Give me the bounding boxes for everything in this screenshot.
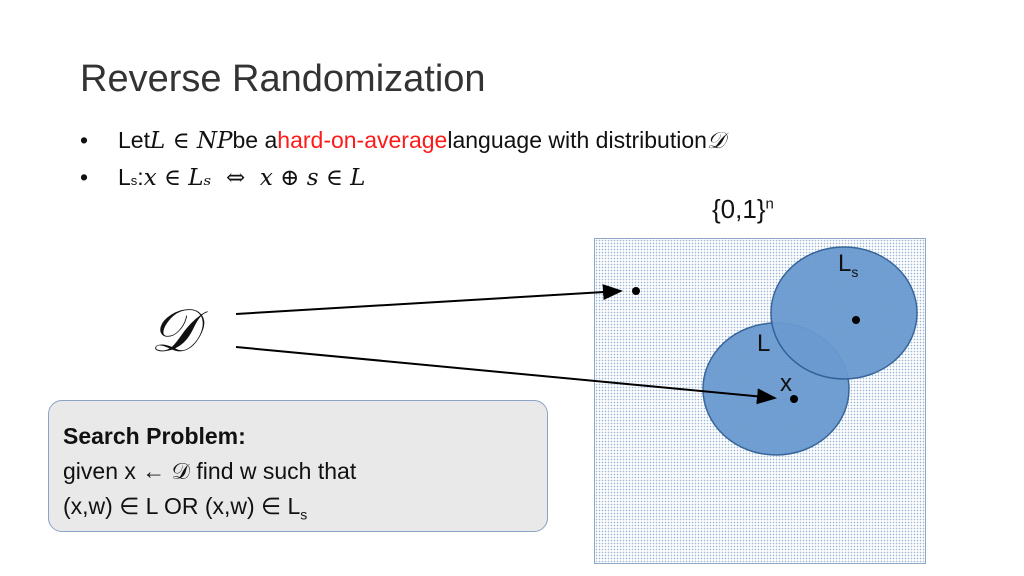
label-Ls-sub: s — [851, 263, 859, 280]
bullet-list: • Let L ∈ NP be a hard-on-average langua… — [80, 122, 725, 199]
label-Ls-base: L — [838, 250, 852, 277]
universe-label: {0,1}n — [712, 194, 774, 225]
circle-Ls — [770, 246, 918, 380]
slide-title: Reverse Randomization — [80, 58, 486, 100]
bullet-2-sub: s — [130, 173, 138, 188]
search-problem-heading: Search Problem: — [63, 423, 246, 449]
arrow-upper — [235, 284, 623, 315]
distribution-symbol: 𝒟 — [706, 128, 726, 154]
bullet-2-colon: : — [137, 164, 144, 190]
search-problem-line1: given x ← 𝒟 find w such that — [63, 458, 357, 484]
label-Ls: Ls — [838, 250, 858, 280]
search-problem-box: Search Problem: given x ← 𝒟 find w such … — [48, 400, 548, 532]
universe-label-base: {0,1} — [712, 194, 766, 224]
distribution-symbol-large: 𝒟 — [150, 296, 198, 366]
hard-on-average-text: hard-on-average — [277, 127, 448, 153]
point-x — [790, 395, 798, 403]
bullet-1-post: language with distribution — [447, 127, 707, 153]
point-in-Ls — [852, 316, 860, 324]
bullet-1-pre: Let — [118, 127, 150, 153]
bullet-1: • Let L ∈ NP be a hard-on-average langua… — [80, 122, 725, 159]
bullet-1-mid: be a — [232, 127, 278, 153]
bullet-dot: • — [80, 127, 89, 153]
bullet-2-math: x ∈ Lₛ ⇔ x ⊕ s ∈ L — [143, 165, 366, 191]
search-problem-line2-main: (x,w) ∈ L OR (x,w) ∈ L — [63, 493, 301, 519]
point-outside — [632, 287, 640, 295]
bullet-1-math: L ∈ NP — [149, 128, 233, 154]
bullet-2-label: L — [118, 164, 131, 190]
search-problem-line2-sub: s — [300, 506, 308, 523]
search-problem-line2: (x,w) ∈ L OR (x,w) ∈ Ls — [63, 489, 533, 533]
label-x: x — [780, 370, 792, 397]
universe-label-sup: n — [765, 195, 774, 213]
arrow-lower — [235, 346, 777, 405]
label-L: L — [757, 330, 771, 357]
bullet-dot: • — [80, 164, 89, 190]
